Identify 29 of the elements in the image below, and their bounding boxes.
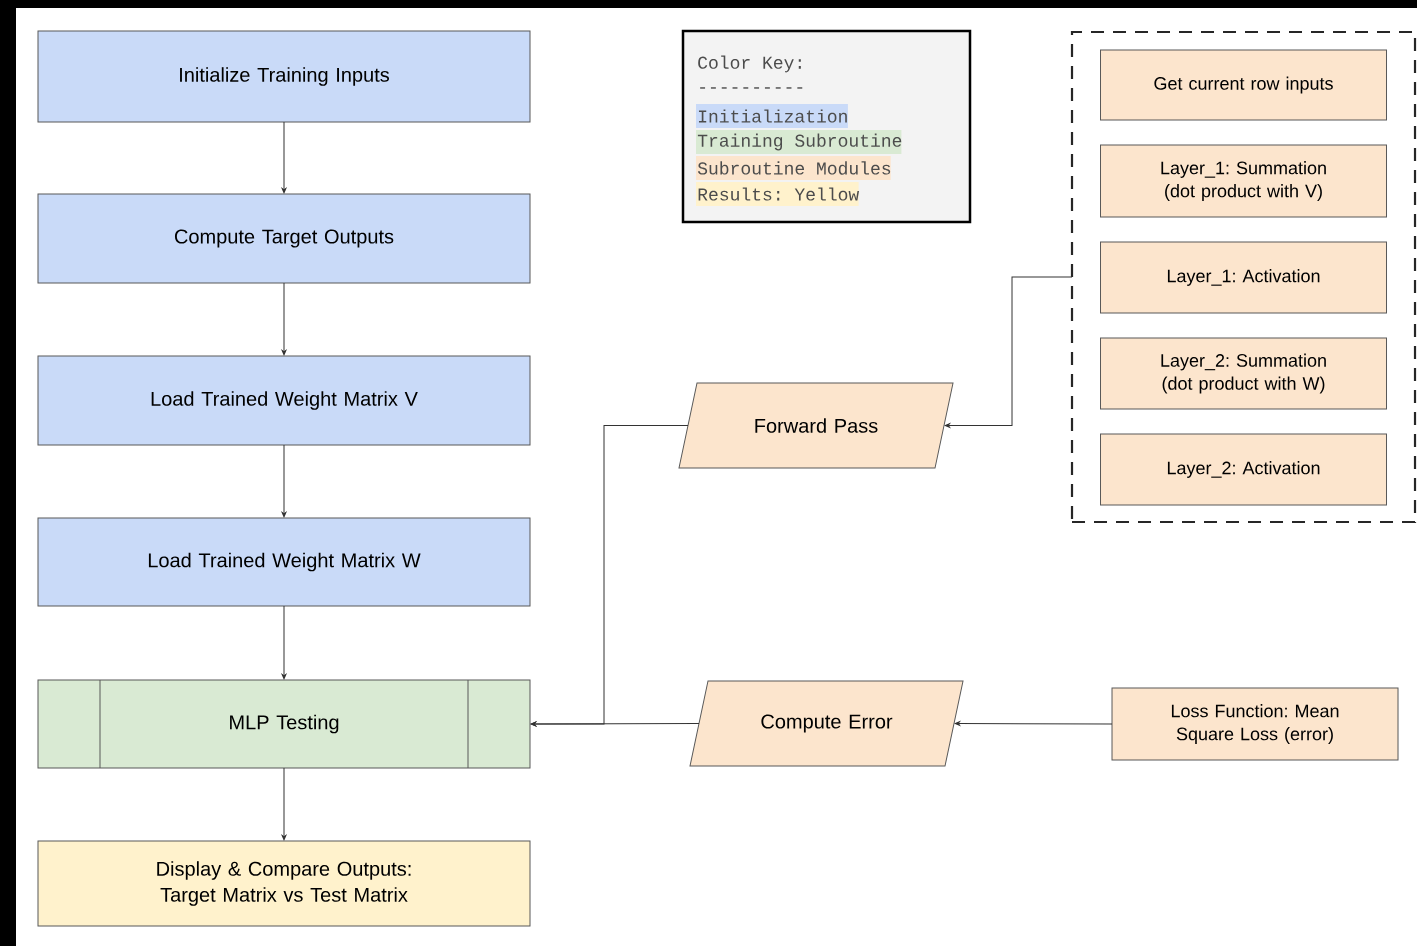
legend-heading: ---------- [700, 87, 803, 89]
arrow [281, 605, 287, 680]
process-box: Load Trained Weight Matrix V [37, 355, 531, 446]
legend-text: Subroutine Modules [697, 161, 891, 175]
data-parallelogram: Compute Error [689, 680, 964, 767]
process-box: Layer_2: Summation (dot product with W) [1100, 337, 1387, 410]
data-parallelogram: Forward Pass [678, 382, 954, 469]
legend-text: Initialization [699, 109, 847, 123]
arrow [944, 276, 1073, 428]
legend-text: Results: Yellow [698, 187, 859, 201]
dashed-group-box [1070, 30, 1417, 524]
arrow [281, 121, 287, 194]
arrow [954, 721, 1113, 726]
arrow [281, 282, 287, 356]
process-box: Layer_2: Activation [1100, 433, 1387, 506]
process-box: Layer_1: Summation (dot product with V) [1100, 144, 1387, 218]
legend-text: Training Subroutine [697, 133, 902, 151]
process-box: Display & Compare Outputs: Target Matrix vs Test Matrix [37, 840, 531, 927]
predefined-process-box: MLP Testing [37, 679, 531, 769]
arrow [281, 767, 287, 841]
process-box: Get current row inputs [1100, 49, 1387, 121]
process-box: Load Trained Weight Matrix W [37, 517, 531, 607]
process-box: Initialize Training Inputs [37, 30, 531, 123]
process-box: Layer_1: Activation [1100, 241, 1387, 314]
process-box: Compute Target Outputs [37, 193, 531, 284]
arrow [281, 444, 287, 518]
legend-heading: Color Key: [698, 55, 801, 73]
process-box: Loss Function: Mean Square Loss (error) [1111, 687, 1399, 761]
arrow [530, 721, 700, 727]
